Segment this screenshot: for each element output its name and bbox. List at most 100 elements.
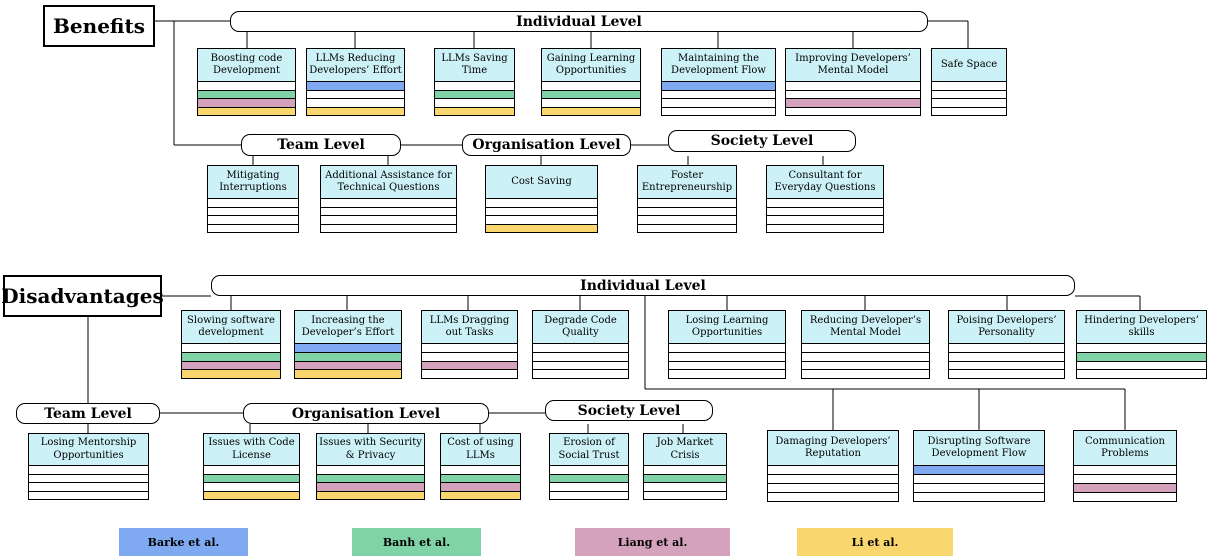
category-card: Boosting code Development: [197, 48, 296, 116]
category-label: Slowing software development: [182, 311, 280, 344]
source-marker-empty: [932, 82, 1006, 91]
source-marker-empty: [802, 344, 929, 353]
category-label: Cost of using LLMs: [441, 434, 520, 466]
category-label: Erosion of Social Trust: [550, 434, 628, 466]
source-marker-empty: [208, 199, 298, 208]
legend-liang: Liang et al.: [575, 528, 730, 556]
source-marker-empty: [542, 82, 640, 91]
category-card: Gaining Learning Opportunities: [541, 48, 641, 116]
category-card: Poising Developers’ Personality: [948, 310, 1065, 379]
benefits-title: Benefits: [43, 5, 155, 47]
category-card: Mitigating Interruptions: [207, 165, 299, 233]
source-marker-empty: [669, 362, 785, 371]
category-card: Communication Problems: [1073, 430, 1177, 502]
category-label: Safe Space: [932, 49, 1006, 82]
source-marker-liang: [198, 99, 295, 108]
source-marker-barke: [295, 344, 401, 353]
source-marker-empty: [321, 225, 456, 233]
source-marker-barke: [307, 82, 404, 91]
source-marker-empty: [422, 370, 517, 378]
source-marker-liang: [422, 361, 517, 371]
source-marker-empty: [767, 225, 883, 233]
category-card: LLMs Dragging out Tasks: [421, 310, 518, 379]
source-marker-empty: [767, 216, 883, 225]
category-card: Maintaining the Development Flow: [661, 48, 776, 116]
category-label: Issues with Code License: [204, 434, 299, 466]
source-marker-empty: [321, 208, 456, 216]
category-label: Communication Problems: [1074, 431, 1176, 466]
source-marker-empty: [644, 492, 726, 500]
category-label: Foster Entrepreneurship: [638, 166, 736, 199]
source-marker-empty: [441, 466, 520, 475]
source-marker-barke: [662, 82, 775, 91]
category-card: Slowing software development: [181, 310, 281, 379]
source-marker-empty: [949, 370, 1064, 378]
source-marker-empty: [198, 82, 295, 91]
source-marker-li: [435, 107, 514, 115]
category-card: Consultant for Everyday Questions: [766, 165, 884, 233]
source-marker-empty: [307, 91, 404, 99]
category-card: Degrade Code Quality: [532, 310, 629, 379]
source-marker-empty: [533, 353, 628, 362]
source-marker-empty: [486, 199, 597, 208]
category-label: Improving Developers’ Mental Model: [786, 49, 920, 82]
category-label: Maintaining the Development Flow: [662, 49, 775, 82]
source-marker-empty: [29, 475, 148, 483]
category-card: Cost of using LLMs: [440, 433, 521, 500]
source-marker-empty: [662, 91, 775, 99]
category-card: Foster Entrepreneurship: [637, 165, 737, 233]
source-marker-empty: [321, 216, 456, 225]
category-card: Job Market Crisis: [643, 433, 727, 500]
category-label: Issues with Security & Privacy: [317, 434, 424, 466]
source-marker-banh: [198, 90, 295, 99]
category-label: Hindering Developers’ skills: [1077, 311, 1206, 344]
category-label: Degrade Code Quality: [533, 311, 628, 344]
category-label: Mitigating Interruptions: [208, 166, 298, 199]
category-label: Reducing Developer’s Mental Model: [802, 311, 929, 344]
source-marker-li: [182, 370, 280, 378]
source-marker-li: [295, 370, 401, 378]
source-marker-empty: [786, 91, 920, 99]
source-marker-liang: [317, 483, 424, 492]
source-marker-empty: [1074, 466, 1176, 475]
source-marker-empty: [29, 492, 148, 500]
source-marker-empty: [768, 484, 898, 493]
source-marker-empty: [949, 344, 1064, 353]
source-marker-empty: [669, 344, 785, 353]
source-marker-empty: [550, 483, 628, 492]
source-marker-empty: [786, 82, 920, 91]
source-marker-empty: [914, 493, 1044, 501]
category-label: Cost Saving: [486, 166, 597, 199]
source-marker-empty: [29, 466, 148, 475]
source-marker-banh: [550, 474, 628, 483]
source-marker-empty: [533, 344, 628, 353]
category-label: Losing Mentorship Opportunities: [29, 434, 148, 466]
source-marker-empty: [1074, 475, 1176, 484]
source-marker-banh: [182, 352, 280, 362]
category-label: Additional Assistance for Technical Ques…: [321, 166, 456, 199]
source-marker-empty: [662, 99, 775, 108]
category-label: Gaining Learning Opportunities: [542, 49, 640, 82]
category-card: Hindering Developers’ skills: [1076, 310, 1207, 379]
source-marker-empty: [644, 466, 726, 475]
source-marker-banh: [542, 90, 640, 99]
source-marker-empty: [767, 199, 883, 208]
source-marker-empty: [550, 466, 628, 475]
source-marker-empty: [786, 108, 920, 116]
category-card: Improving Developers’ Mental Model: [785, 48, 921, 116]
category-card: LLMs Reducing Developers’ Effort: [306, 48, 405, 116]
source-marker-empty: [914, 484, 1044, 493]
source-marker-empty: [204, 466, 299, 475]
source-marker-empty: [317, 466, 424, 475]
source-marker-li: [542, 107, 640, 115]
source-marker-empty: [435, 82, 514, 91]
source-marker-empty: [208, 208, 298, 216]
legend-barke: Barke et al.: [119, 528, 248, 556]
source-marker-empty: [486, 216, 597, 225]
source-marker-empty: [768, 475, 898, 484]
source-marker-liang: [441, 483, 520, 492]
source-marker-banh: [441, 474, 520, 483]
category-card: Losing Learning Opportunities: [668, 310, 786, 379]
category-label: LLMs Saving Time: [435, 49, 514, 82]
source-marker-empty: [422, 353, 517, 362]
